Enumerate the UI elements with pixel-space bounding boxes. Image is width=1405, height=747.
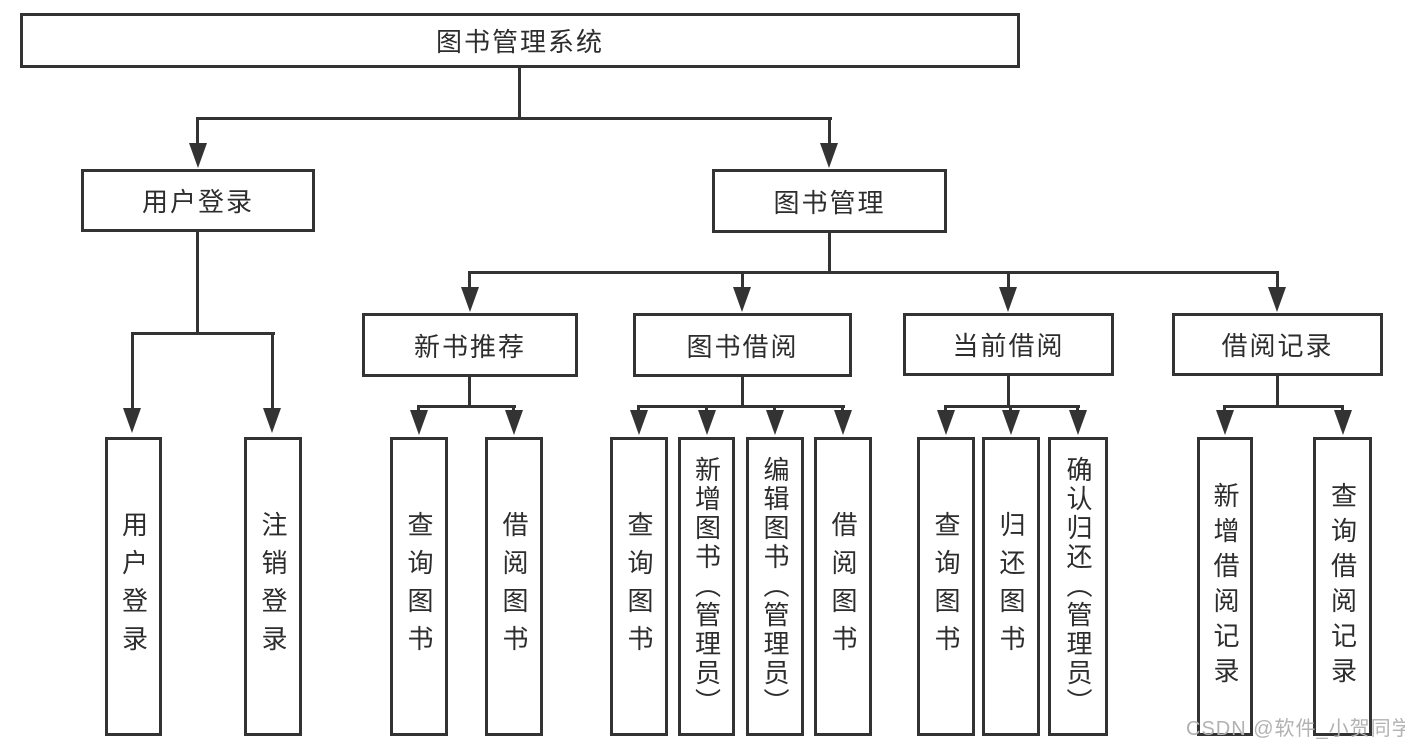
node-book-borrowing-label: 图书借阅: [686, 331, 799, 362]
connector-line: [468, 271, 1279, 274]
leaf-recommend-query-books: 查询图书: [390, 437, 448, 736]
arrow-down-icon: [410, 410, 428, 435]
connector-line: [271, 332, 274, 412]
node-user-login-label: 用户登录: [141, 187, 254, 217]
connector-line: [196, 232, 199, 335]
connector-line: [196, 117, 832, 120]
node-borrow-records-label: 借阅记录: [1221, 331, 1334, 361]
leaf-logout: 注销登录: [244, 437, 302, 736]
leaf-borrowing-query-books: 查询图书: [610, 437, 668, 736]
csdn-watermark: CSDN @软件_小贺同学: [1186, 718, 1405, 740]
connector-line: [518, 68, 521, 120]
connector-line: [1007, 376, 1010, 408]
leaf-borrowing-query-books-label: 查询图书: [624, 510, 654, 663]
leaf-borrowing-add-books-admin: 新增图书（管理员）: [678, 437, 735, 736]
connector-line: [196, 117, 199, 145]
leaf-borrowing-borrow-books-label: 借阅图书: [828, 510, 858, 663]
connector-line: [1276, 376, 1279, 408]
node-root-label: 图书管理系统: [435, 27, 604, 57]
node-book-borrowing: 图书借阅: [633, 313, 852, 377]
arrow-down-icon: [1216, 410, 1234, 435]
node-new-book-recommend: 新书推荐: [362, 313, 578, 377]
leaf-recommend-query-books-label: 查询图书: [404, 510, 434, 663]
node-book-management-label: 图书管理: [773, 187, 886, 218]
node-borrow-records: 借阅记录: [1172, 313, 1383, 376]
connector-line: [417, 405, 516, 408]
node-current-borrowing: 当前借阅: [903, 313, 1114, 376]
connector-line: [828, 233, 831, 274]
arrow-down-icon: [698, 410, 716, 435]
arrow-down-icon: [461, 287, 479, 312]
arrow-down-icon: [505, 410, 523, 435]
leaf-records-query-record-label: 查询借阅记录: [1327, 481, 1358, 692]
arrow-down-icon: [1002, 410, 1020, 435]
node-book-management: 图书管理: [712, 169, 947, 233]
connector-line: [468, 377, 471, 408]
leaf-borrowing-edit-books-admin: 编辑图书（管理员）: [746, 437, 804, 736]
connector-line: [828, 117, 831, 145]
node-current-borrowing-label: 当前借阅: [952, 331, 1065, 361]
leaf-borrowing-edit-books-admin-label: 编辑图书（管理员）: [760, 456, 790, 717]
arrow-down-icon: [263, 408, 281, 433]
arrow-down-icon: [1334, 410, 1352, 435]
leaf-borrowing-add-books-admin-label: 新增图书（管理员）: [691, 456, 722, 717]
arrow-down-icon: [1069, 410, 1087, 435]
leaf-current-confirm-return-admin: 确认归还（管理员）: [1048, 437, 1108, 736]
arrow-down-icon: [999, 287, 1017, 312]
node-new-book-recommend-label: 新书推荐: [413, 331, 526, 362]
leaf-current-return-books-label: 归还图书: [996, 510, 1026, 663]
connector-line: [741, 271, 744, 293]
connector-line: [1007, 271, 1010, 293]
leaf-user-login: 用户登录: [105, 437, 162, 736]
arrow-down-icon: [123, 408, 141, 433]
leaf-records-add-record-label: 新增借阅记录: [1210, 481, 1240, 692]
arrow-down-icon: [630, 410, 648, 435]
leaf-recommend-borrow-books: 借阅图书: [485, 437, 543, 736]
connector-line: [468, 271, 471, 293]
connector-line: [944, 405, 1080, 408]
arrow-down-icon: [1268, 287, 1286, 312]
connector-line: [131, 332, 275, 335]
connector-line: [1223, 405, 1344, 408]
leaf-logout-label: 注销登录: [258, 510, 288, 663]
connector-line: [1276, 271, 1279, 293]
arrow-down-icon: [820, 143, 838, 168]
arrow-down-icon: [766, 410, 784, 435]
arrow-down-icon: [937, 410, 955, 435]
connector-line: [637, 405, 845, 408]
leaf-borrowing-borrow-books: 借阅图书: [814, 437, 872, 736]
connector-line: [741, 377, 744, 408]
leaf-recommend-borrow-books-label: 借阅图书: [499, 510, 529, 663]
leaf-current-query-books-label: 查询图书: [931, 510, 961, 663]
leaf-current-query-books: 查询图书: [917, 437, 975, 736]
leaf-user-login-label: 用户登录: [118, 510, 149, 663]
arrow-down-icon: [733, 287, 751, 312]
leaf-current-return-books: 归还图书: [982, 437, 1040, 736]
leaf-records-query-record: 查询借阅记录: [1313, 437, 1372, 736]
connector-line: [131, 332, 134, 412]
node-user-login: 用户登录: [81, 169, 315, 232]
arrow-down-icon: [834, 410, 852, 435]
leaf-current-confirm-return-admin-label: 确认归还（管理员）: [1063, 456, 1093, 717]
node-root: 图书管理系统: [20, 13, 1020, 68]
leaf-records-add-record: 新增借阅记录: [1197, 437, 1253, 736]
arrow-down-icon: [189, 143, 207, 168]
